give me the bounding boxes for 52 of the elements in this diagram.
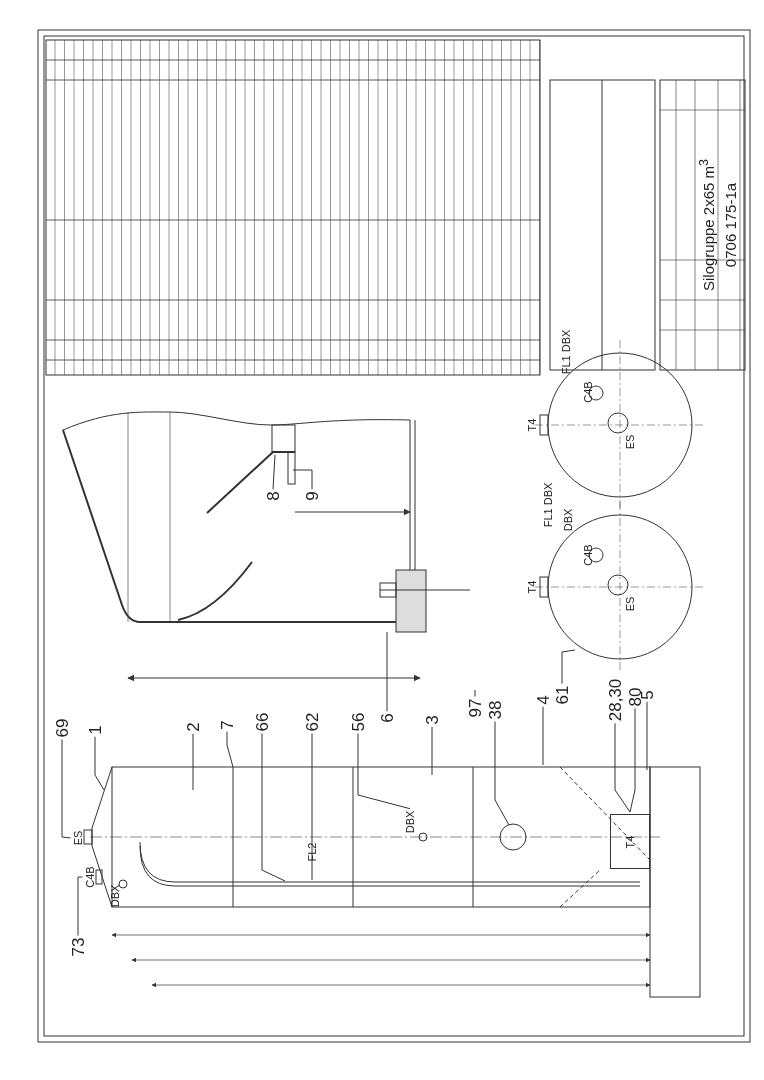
callout-number: 62 [303,712,321,732]
callout-number: 73 [69,937,87,957]
callout-number: 66 [253,712,271,732]
callout-number: 8 [264,491,282,501]
leader-line [494,720,510,826]
callout-number: 6 [378,713,396,723]
leader-line [431,726,433,776]
callout-number: 38 [486,700,504,720]
connection-label: T4 [526,580,538,594]
leader-line [542,706,544,766]
callout-number: 7 [218,720,236,730]
leader-line [192,733,194,791]
drawing-number: 0706 175-1a [722,182,738,268]
leader-line [614,722,631,813]
connection-label: DBX [404,810,416,834]
connection-label: T4 [526,418,538,432]
leader-line [357,732,411,810]
connection-label: FL1 DBX [542,482,554,528]
callout-number: 1 [86,725,104,735]
connection-label: ES [624,434,636,450]
leader-line [226,731,234,768]
leader-line [61,738,71,839]
connection-label: DBX [562,508,574,532]
callout-number: 56 [349,712,367,732]
connection-label: C4B [84,866,96,888]
connection-label: ES [624,596,636,612]
leader-line [386,631,388,712]
terminal-box: T4 [610,814,650,869]
leader-line [474,689,476,698]
connection-label: FL1 DBX [560,329,572,375]
connection-label: DBX [109,884,121,908]
callout-number: 3 [423,715,441,725]
leader-line [272,454,276,490]
callout-number: 69 [53,718,71,738]
callout-number: 97 [466,698,484,718]
callout-number: 4 [534,695,552,705]
leader-line [94,736,105,791]
leader-line [646,701,648,771]
callout-number: 2 [184,722,202,732]
leader-line [561,649,576,685]
leader-line [629,707,636,813]
connection-label: C4B [582,381,594,403]
connection-label: C4B [582,544,594,566]
leader-line [292,469,313,490]
connection-label: ES [72,830,84,846]
connection-label: FL2 [306,842,318,862]
callout-number: 61 [553,685,571,705]
leader-line [261,732,286,882]
leader-line [77,876,83,937]
callout-number: 28,30 [606,678,624,722]
leader-line [311,732,313,881]
callout-number: 9 [303,491,321,501]
